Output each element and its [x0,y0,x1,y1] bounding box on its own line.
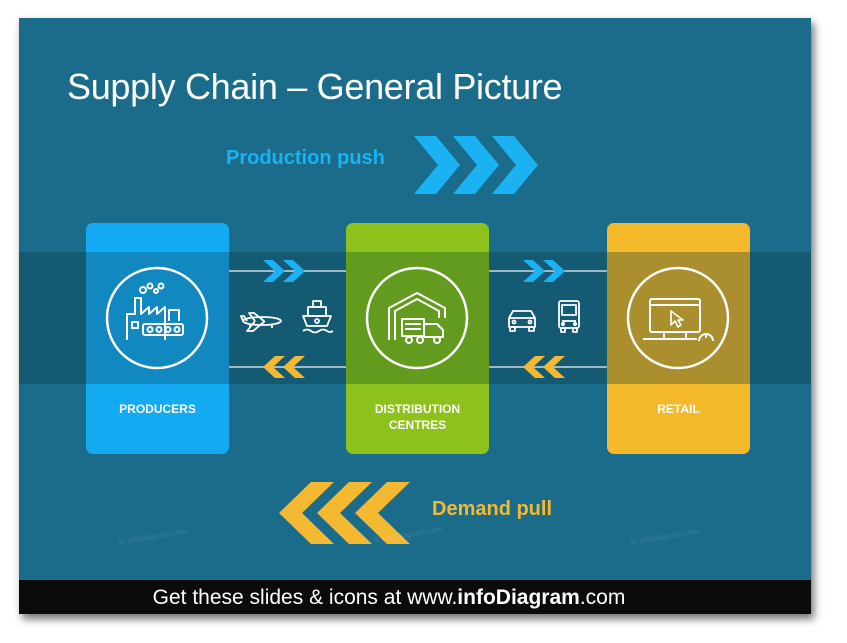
footer-brand: infoDiagram [457,586,580,609]
diagram-overlay [86,136,804,598]
airplane-icon [240,312,282,332]
truck-icon [558,300,580,333]
ship-icon [302,300,334,334]
production-push-arrows [414,136,538,194]
demand-pull-arrows [279,482,410,544]
retail-band-shade [607,252,750,384]
small-push-arrows-right [523,260,565,282]
factory-icon [126,282,184,340]
footer-prefix: Get these slides & icons at www. [152,586,458,609]
producers-label: PRODUCERS [119,402,196,416]
producers-card: PRODUCERS [86,223,229,454]
footer-text: Get these slides & icons at www.infoDiag… [19,586,759,610]
footer-suffix: .com [579,586,626,609]
distribution-label: DISTRIBUTION CENTRES [346,401,489,433]
slide-title: Supply Chain – General Picture [67,66,563,107]
small-pull-arrows-right [523,356,565,378]
small-pull-arrows-left [263,356,305,378]
car-icon [508,310,536,332]
warehouse-truck-icon [388,292,446,344]
demand-pull-label: Demand pull [432,498,553,520]
distribution-icon-ring [365,266,469,370]
small-push-arrows-left [263,260,305,282]
distribution-label-line1: DISTRIBUTION [374,402,461,416]
footer-bar: Get these slides & icons at www.infoDiag… [19,580,811,614]
retail-icon-ring [626,266,730,370]
production-push-label: Production push [226,147,385,169]
computer-cursor-icon [643,298,714,342]
distribution-label-line2: CENTRES [388,418,447,432]
producers-icon-ring [105,266,209,370]
retail-label: RETAIL [657,402,700,416]
producers-band-shade [86,252,229,384]
slide: Supply Chain – General Picture Productio… [19,18,811,614]
